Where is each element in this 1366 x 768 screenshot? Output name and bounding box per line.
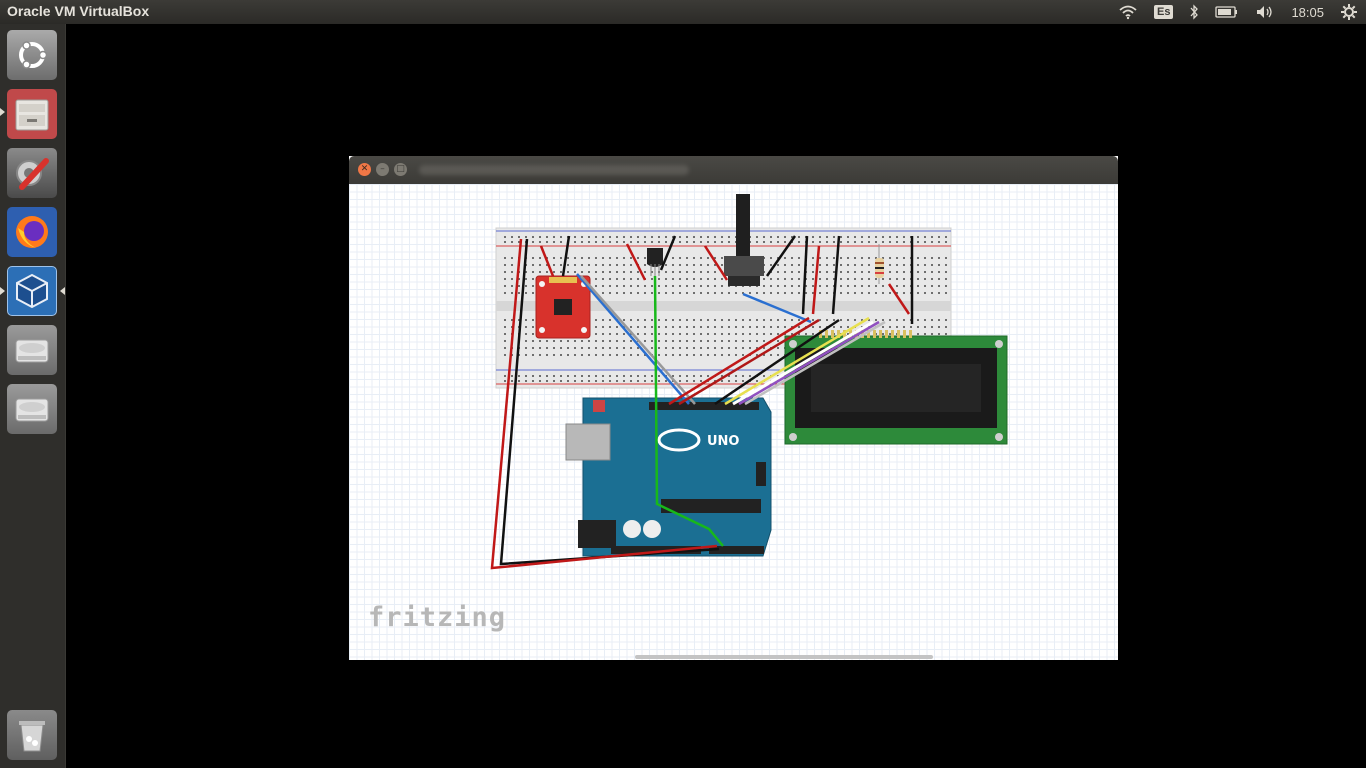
ubuntu-dash-button[interactable] — [7, 30, 57, 80]
volume-icon[interactable] — [1255, 4, 1275, 20]
maximize-button[interactable]: □ — [394, 163, 407, 176]
hard-drive-icon — [15, 398, 49, 422]
bluetooth-icon[interactable] — [1189, 4, 1199, 20]
close-button[interactable]: ✕ — [358, 163, 371, 176]
keyboard-layout-indicator[interactable]: Es — [1153, 5, 1174, 19]
drive-1-button[interactable] — [7, 325, 57, 375]
system-settings-button[interactable] — [7, 148, 57, 198]
virtualbox-button[interactable] — [7, 266, 57, 316]
fritzing-logo: fritzing — [368, 602, 507, 633]
top-panel: Oracle VM VirtualBox Es 18:05 — [0, 0, 1366, 24]
fritzing-window: ✕ – □ — [349, 156, 1118, 660]
settings-tools-icon — [16, 158, 49, 190]
launcher — [0, 24, 66, 768]
indicator-area: Es 18:05 — [1110, 0, 1366, 24]
transistor[interactable] — [647, 248, 663, 276]
file-cabinet-icon — [15, 99, 49, 131]
arduino-uno[interactable]: UNO — [565, 397, 772, 557]
window-title-redacted — [419, 165, 689, 175]
circuit-diagram: UNO — [490, 194, 1008, 570]
running-indicator — [0, 287, 5, 295]
virtualbox-cube-icon — [16, 273, 48, 309]
potentiometer[interactable] — [724, 194, 764, 286]
files-button[interactable] — [7, 89, 57, 139]
resistor[interactable] — [875, 244, 884, 284]
hard-drive-icon — [15, 339, 49, 363]
firefox-icon — [16, 216, 48, 248]
lcd-display[interactable] — [784, 330, 1008, 445]
app-title: Oracle VM VirtualBox — [7, 3, 150, 19]
ubuntu-logo-icon — [19, 41, 48, 69]
minimize-button[interactable]: – — [376, 163, 389, 176]
horizontal-scrollbar[interactable] — [635, 655, 933, 659]
running-indicator — [0, 108, 5, 116]
window-titlebar[interactable]: ✕ – □ — [349, 156, 1118, 184]
firefox-button[interactable] — [7, 207, 57, 257]
wires — [490, 235, 914, 570]
trash-button[interactable] — [7, 710, 57, 760]
drive-2-button[interactable] — [7, 384, 57, 434]
breadboard-canvas[interactable]: UNO — [349, 184, 1118, 660]
gear-icon[interactable] — [1340, 3, 1358, 21]
arduino-model-label: UNO — [707, 434, 740, 449]
clock[interactable]: 18:05 — [1291, 4, 1324, 20]
keyboard-layout-label: Es — [1153, 5, 1174, 19]
battery-icon[interactable] — [1215, 5, 1239, 19]
focused-indicator — [60, 287, 65, 295]
trash-icon — [19, 721, 45, 752]
sensor-module[interactable] — [535, 275, 591, 339]
wifi-icon[interactable] — [1118, 4, 1138, 20]
